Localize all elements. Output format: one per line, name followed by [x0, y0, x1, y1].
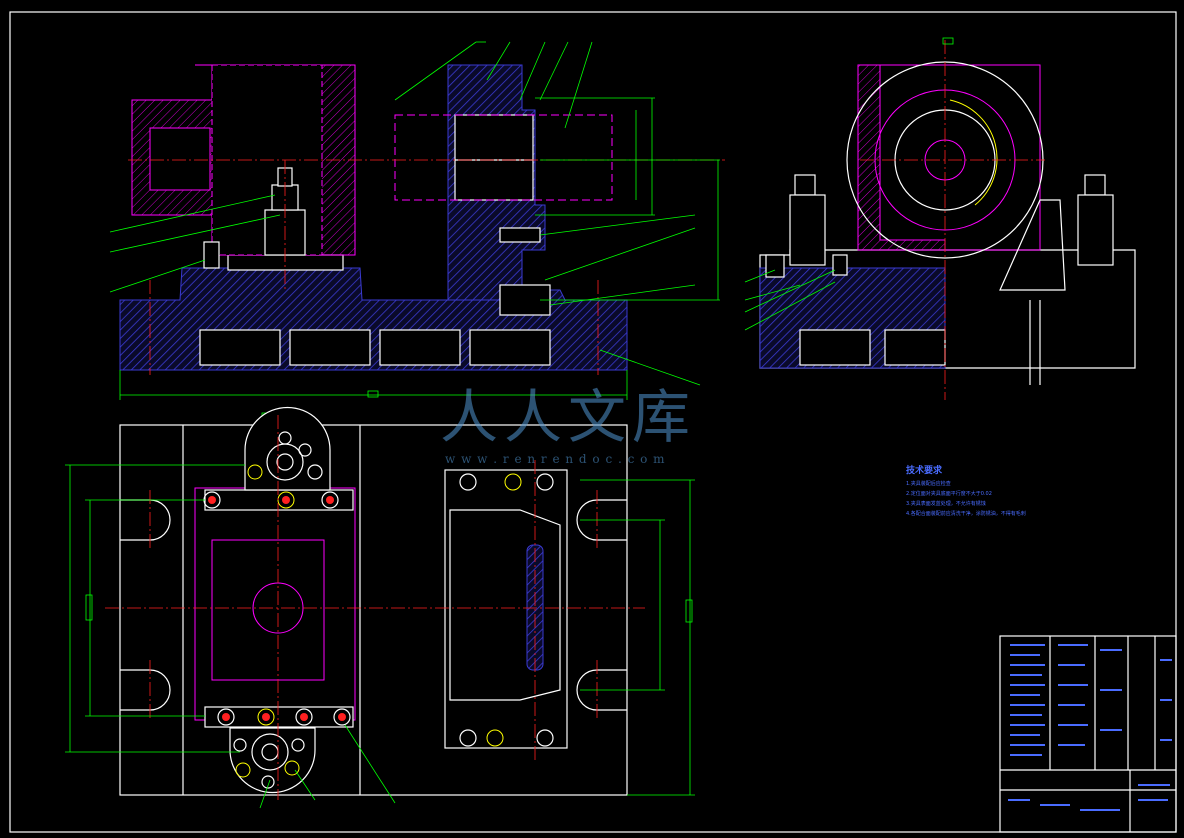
- swing-clamp: [244, 406, 331, 491]
- top-workpiece: [194, 487, 356, 721]
- top-view: [65, 406, 695, 809]
- cutter-outline: [394, 114, 613, 201]
- base-pocket: [379, 329, 461, 366]
- u-slot: [576, 669, 627, 711]
- side-view: [744, 37, 1136, 400]
- watermark-main: 人人文库: [440, 383, 697, 451]
- clamp-bar: [204, 706, 354, 728]
- locating-pin: [203, 241, 220, 269]
- workpiece-recess: [149, 127, 211, 191]
- support-plate: [227, 254, 344, 271]
- u-slot: [120, 499, 171, 541]
- column-window: [454, 114, 534, 201]
- watermark-url: w w w . r e n r e n d o c . c o m: [445, 452, 666, 466]
- tech-note-line: 1.夹具装配后应检查: [906, 481, 951, 487]
- tech-notes-title: 技术要求: [906, 466, 943, 476]
- tech-notes: 技术要求 1.夹具装配后应检查 2.定位面对夹具底面平行度不大于0.02 3.夹…: [906, 463, 1026, 517]
- base-pocket: [289, 329, 371, 366]
- front-view: [109, 41, 725, 420]
- tech-note-line: 4.各配合面装配前应清洗干净，涂防锈油，不得有毛刺: [906, 511, 1026, 517]
- top-base-plate: [119, 424, 628, 796]
- tech-note-line: 3.夹具表面发蓝处理，不允许有锈蚀: [906, 501, 986, 507]
- swing-clamp: [229, 727, 316, 794]
- base-pocket: [199, 329, 281, 366]
- drawing-frame: [9, 11, 1177, 833]
- base-pocket: [469, 329, 551, 366]
- title-block: [999, 635, 1177, 833]
- adjust-screw: [499, 227, 541, 243]
- tech-note-line: 2.定位面对夹具底面平行度不大于0.02: [906, 491, 992, 497]
- u-slot: [120, 669, 171, 711]
- side-workpiece: [857, 64, 1041, 251]
- top-column: [444, 469, 568, 749]
- base-section: [119, 267, 628, 371]
- u-slot: [576, 499, 627, 541]
